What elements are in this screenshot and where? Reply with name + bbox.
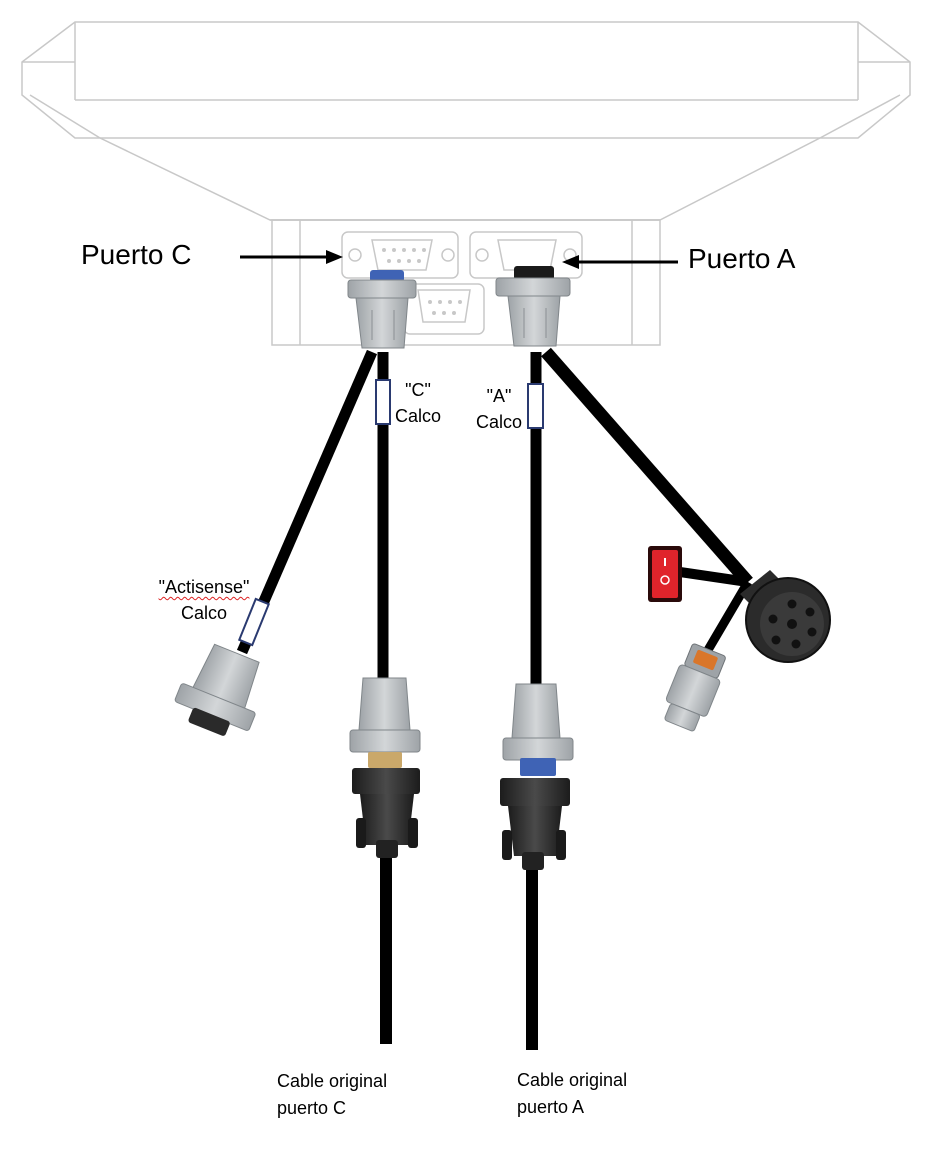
sticker-tags [237,379,544,647]
cable-a-line1: Cable original [517,1070,628,1090]
sticker-actisense-line1: "Actisense" [158,577,250,597]
sticker-c [375,379,391,425]
sticker-c-line2: Calco [394,406,442,426]
db9-connector-actisense [174,643,260,736]
connector-panel [271,219,661,346]
monitor-outline [21,21,911,221]
label-sticker-a: "A" Calco [468,383,530,435]
dt-4pin-connector [664,643,726,732]
sticker-a-line2: Calco [475,412,523,432]
sticker-a [527,383,544,429]
rocker-switch-icon [648,546,682,602]
cable-c-line1: Cable original [277,1071,388,1091]
sticker-actisense-line2: Calco [180,603,228,623]
panel-pins [382,248,462,315]
label-sticker-c: "C" Calco [388,377,448,429]
sticker-a-line1: "A" [486,386,512,406]
cable-switch [679,567,749,587]
label-sticker-actisense: "Actisense" Calco [144,574,264,626]
label-puerto-a: Puerto A [688,243,796,274]
db9-adapter-c [349,677,421,858]
cable-a-line2: puerto A [517,1097,585,1117]
arrow-port-a [562,255,678,269]
label-puerto-c: Puerto C [81,239,192,270]
arrow-port-c [240,250,343,264]
db9-connector-port-a [495,266,571,347]
deutsch-9pin-connector [740,570,831,663]
sticker-actisense [237,597,271,647]
db9-connector-port-c [347,270,417,349]
label-cable-original-a: Cable original puerto A [517,1067,627,1121]
label-cable-original-c: Cable original puerto C [277,1068,387,1122]
sticker-c-line1: "C" [405,380,431,400]
cable-a-branch [541,347,753,587]
db9-adapter-a [500,683,574,870]
cable-dt [704,579,752,653]
cable-c-line2: puerto C [277,1098,347,1118]
